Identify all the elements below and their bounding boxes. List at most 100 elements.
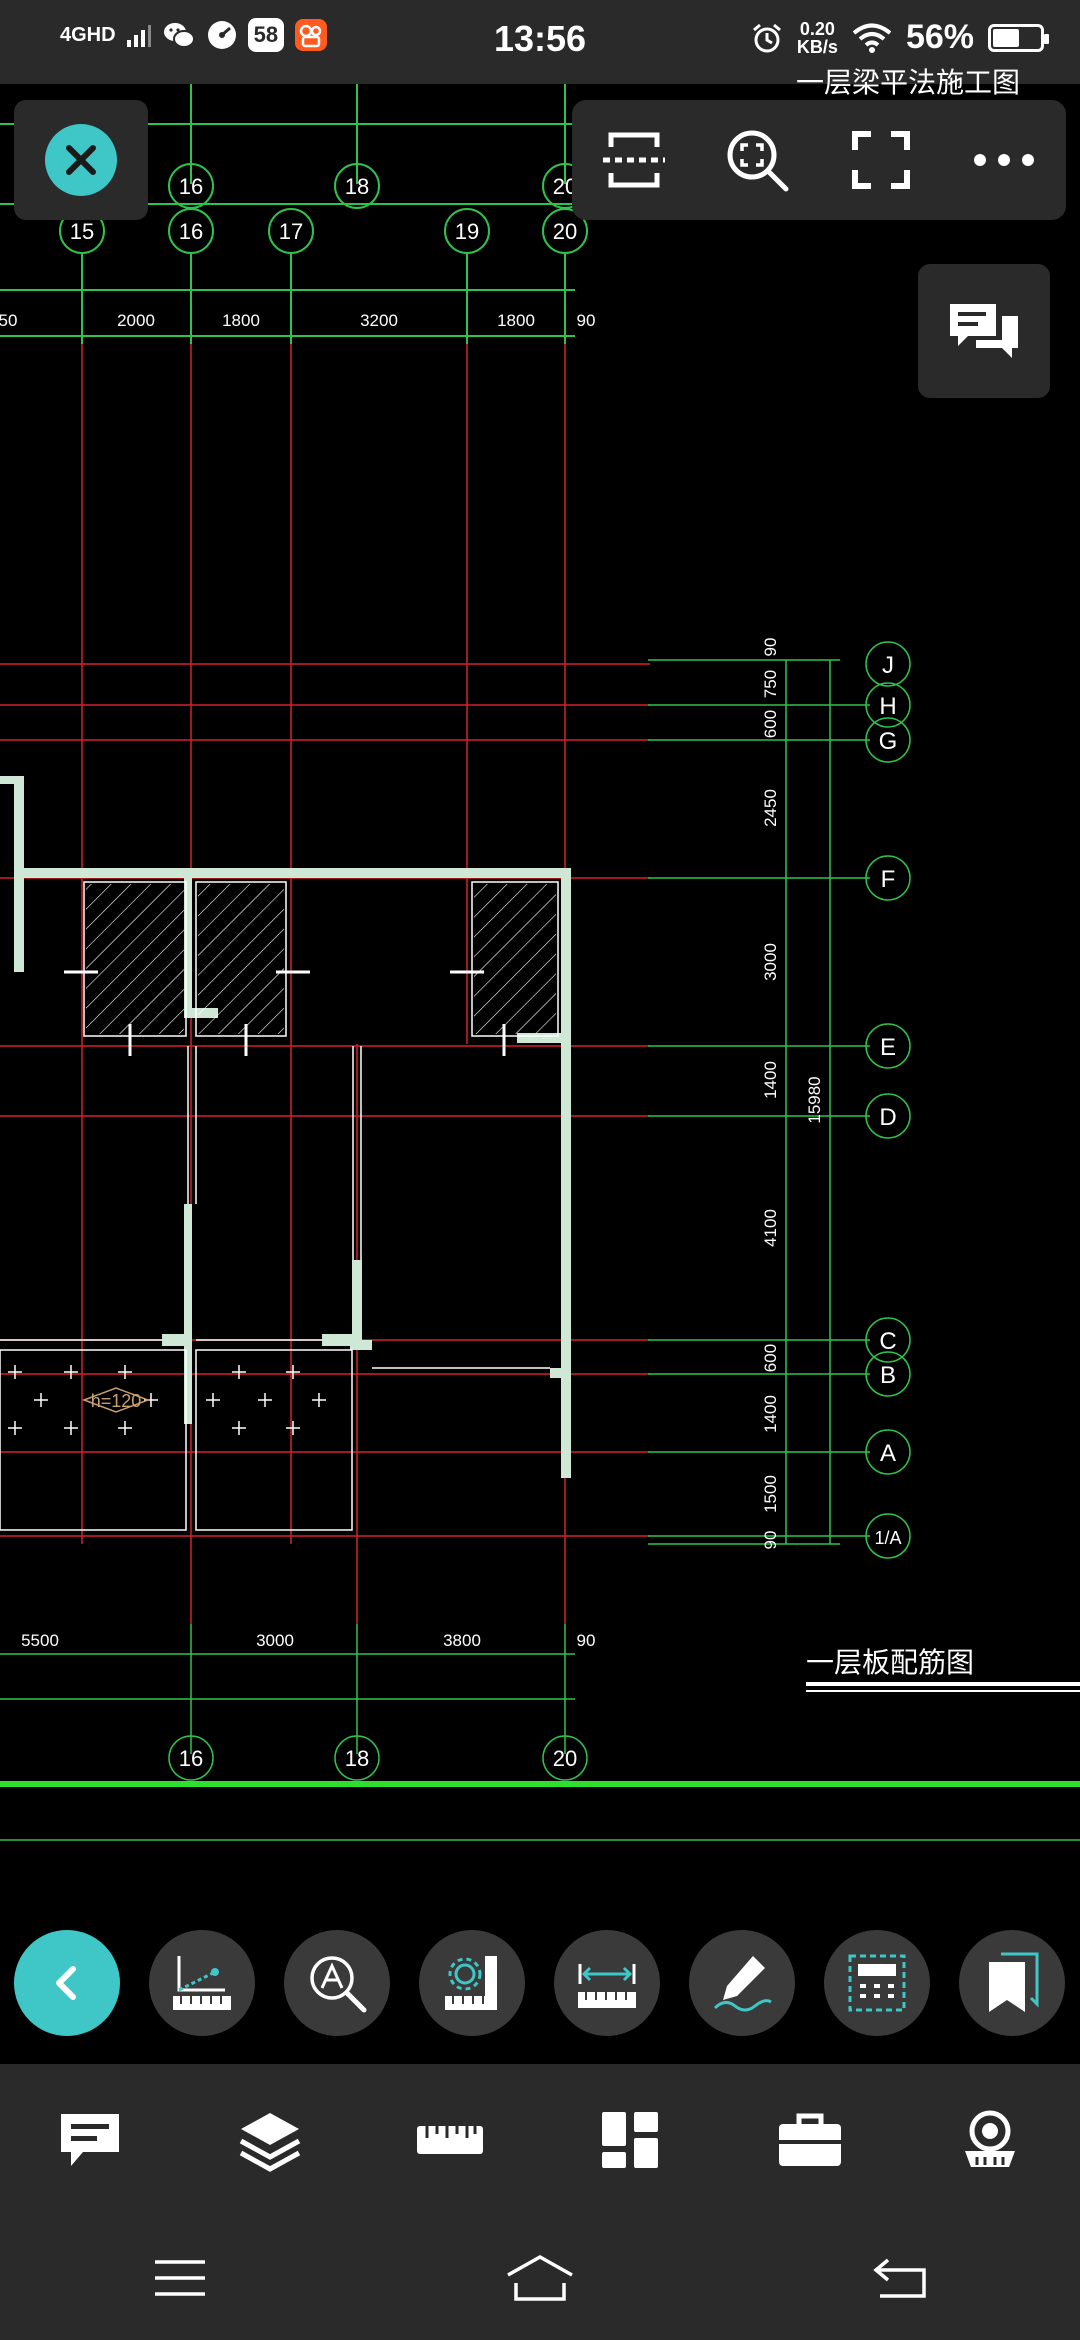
right-dimension-labels: 90 750 600 2450 3000 1400 4100 600 1400 … bbox=[761, 638, 824, 1550]
axis-label: 16 bbox=[179, 174, 203, 199]
dim-label: 600 bbox=[761, 710, 780, 738]
measure-settings-button[interactable] bbox=[419, 1930, 525, 2036]
door-symbols bbox=[64, 970, 506, 1056]
top-axis-labels: 16 18 20 15 16 17 19 20 bbox=[70, 174, 577, 244]
axis-label: E bbox=[880, 1034, 896, 1061]
menu-nav-button[interactable] bbox=[120, 2233, 240, 2323]
dim-label: 1400 bbox=[761, 1061, 780, 1099]
top-toolbar bbox=[572, 100, 1066, 220]
vr-view-icon bbox=[965, 2110, 1015, 2167]
axis-label: G bbox=[879, 728, 898, 755]
axis-label: 20 bbox=[553, 1746, 577, 1771]
tab-measure[interactable] bbox=[395, 2085, 505, 2195]
58-app-badge: 58 bbox=[247, 18, 285, 52]
status-icons-left: 4GHD 58 bbox=[60, 18, 328, 52]
back-nav-button[interactable] bbox=[840, 2233, 960, 2323]
ruler-icon bbox=[417, 2126, 483, 2154]
signal-icon bbox=[126, 25, 151, 47]
partial-title-top: 一层梁平法施工图 bbox=[796, 67, 1020, 98]
system-nav-bar bbox=[0, 2216, 1080, 2340]
home-nav-button[interactable] bbox=[480, 2233, 600, 2323]
dim-label: 2450 bbox=[761, 789, 780, 827]
bottom-axis-labels: 16 18 20 bbox=[179, 1746, 577, 1771]
cad-drawing[interactable]: 16 18 20 15 16 17 19 20 50 2000 1800 320… bbox=[0, 67, 1080, 2064]
toolbox-icon bbox=[779, 2113, 841, 2166]
dim-label: 50 bbox=[0, 311, 17, 330]
zoom-fit-button[interactable] bbox=[709, 112, 805, 208]
fullscreen-button[interactable] bbox=[833, 112, 929, 208]
close-button-panel bbox=[14, 100, 148, 220]
right-axis-labels: J H G F E D C B A 1/A bbox=[874, 652, 901, 1548]
net-speed-unit: KB/s bbox=[796, 36, 838, 57]
home-icon bbox=[507, 2254, 573, 2301]
speed-app-icon bbox=[207, 21, 236, 49]
more-button[interactable] bbox=[956, 112, 1052, 208]
dim-label: 600 bbox=[761, 1344, 780, 1372]
close-button[interactable] bbox=[45, 124, 117, 196]
axis-label: D bbox=[879, 1104, 896, 1131]
dim-label: 90 bbox=[761, 1531, 780, 1550]
calculator-button[interactable] bbox=[824, 1930, 930, 2036]
tool-row bbox=[0, 1924, 1080, 2044]
text-search-icon bbox=[310, 1956, 367, 2013]
axis-label: 15 bbox=[70, 219, 94, 244]
alarm-icon bbox=[752, 23, 781, 52]
axis-label: 16 bbox=[179, 219, 203, 244]
back-tool-button[interactable] bbox=[14, 1930, 120, 2036]
tab-comments[interactable] bbox=[35, 2085, 145, 2195]
axis-label: 19 bbox=[455, 219, 479, 244]
axis-label: F bbox=[881, 866, 896, 893]
dim-label: 3000 bbox=[761, 943, 780, 981]
kuaishou-icon bbox=[295, 19, 328, 51]
chat-bubbles-icon bbox=[950, 304, 1018, 358]
dim-label: 90 bbox=[577, 311, 596, 330]
fullscreen-icon bbox=[851, 131, 910, 189]
tab-toolbox[interactable] bbox=[755, 2085, 865, 2195]
slab-thickness-tag: h=120 bbox=[81, 1387, 151, 1413]
axis-label: 16 bbox=[179, 1746, 203, 1771]
top-dimension-labels: 50 2000 1800 3200 1800 90 bbox=[0, 311, 595, 330]
coordinate-measure-button[interactable] bbox=[149, 1930, 255, 2036]
text-search-button[interactable] bbox=[284, 1930, 390, 2036]
bookmark-icon bbox=[989, 1952, 1039, 2012]
dim-label: 750 bbox=[761, 670, 780, 698]
comments-float-button[interactable] bbox=[918, 264, 1050, 398]
tab-vr-view[interactable] bbox=[935, 2085, 1045, 2195]
close-icon bbox=[66, 145, 96, 175]
bottom-dimension-labels: 5500 3000 3800 90 bbox=[21, 1631, 595, 1650]
coordinate-measure-icon bbox=[173, 1956, 231, 2010]
scan-button[interactable] bbox=[586, 112, 682, 208]
axis-label: 1/A bbox=[874, 1528, 901, 1548]
dim-label: 2000 bbox=[117, 311, 155, 330]
menu-icon bbox=[155, 2260, 205, 2296]
slab-label: h=120 bbox=[91, 1391, 142, 1411]
axis-label: A bbox=[880, 1440, 896, 1467]
dimension-measure-button[interactable] bbox=[554, 1930, 660, 2036]
top-axis-upper-row bbox=[0, 84, 588, 344]
clock: 13:56 bbox=[493, 18, 587, 59]
dimension-measure-icon bbox=[578, 1964, 636, 2008]
interior-lines bbox=[0, 881, 559, 1531]
battery-fill bbox=[993, 28, 1019, 47]
zoom-fit-icon bbox=[727, 130, 789, 192]
axis-label: B bbox=[880, 1362, 896, 1389]
tab-layout[interactable] bbox=[575, 2085, 685, 2195]
cad-drawing-canvas[interactable]: 16 18 20 15 16 17 19 20 50 2000 1800 320… bbox=[0, 67, 1080, 2064]
title-underline-thin bbox=[806, 1690, 1080, 1692]
axis-label: 20 bbox=[553, 219, 577, 244]
layers-icon bbox=[239, 2113, 301, 2172]
dim-label: 1800 bbox=[497, 311, 535, 330]
bookmark-button[interactable] bbox=[959, 1930, 1065, 2036]
calculator-icon bbox=[848, 1954, 906, 2012]
bottom-tab-bar bbox=[0, 2064, 1080, 2216]
dim-label: 90 bbox=[577, 1631, 596, 1650]
comment-icon bbox=[61, 2114, 119, 2166]
dim-label: 1800 bbox=[222, 311, 260, 330]
tab-layers[interactable] bbox=[215, 2085, 325, 2195]
annotate-button[interactable] bbox=[689, 1930, 795, 2036]
axis-label: 18 bbox=[345, 174, 369, 199]
measure-settings-icon bbox=[445, 1956, 497, 2010]
annotate-icon bbox=[713, 1956, 772, 2012]
back-icon bbox=[56, 1966, 76, 2000]
